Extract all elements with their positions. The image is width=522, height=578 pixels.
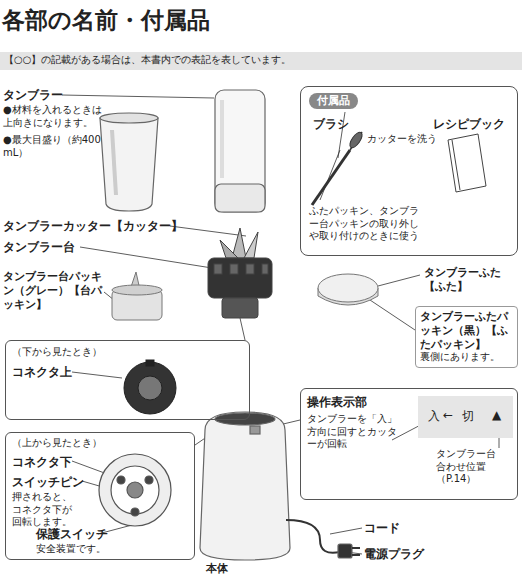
illustration-shape (146, 360, 154, 366)
illustration-shape (370, 300, 415, 330)
illustration-shape (262, 264, 268, 274)
illustration-shape (230, 264, 238, 274)
node-text: 保護スイッチ (36, 527, 108, 542)
illustration-shape (208, 258, 272, 298)
illustration-shape (338, 544, 352, 558)
node-text: 切 (462, 409, 474, 424)
illustration-shape (244, 232, 258, 258)
illustration-shape (138, 376, 162, 400)
note-band: 【○○】の記載がある場合は、本書内での表記を表しています。 (0, 52, 522, 70)
recipe-book (448, 134, 486, 192)
illustration-shape (286, 520, 340, 553)
node-text: コネクタ上 (12, 365, 72, 380)
connector-bottom-view (124, 360, 176, 414)
illustration-shape (117, 476, 125, 484)
part-label: タンブラー台 (3, 240, 75, 255)
part-label: タンブラーカッター【カッター】 (3, 219, 183, 234)
node-text: （上から見たとき） (12, 437, 102, 450)
operation-display-box: 操作表示部タンブラーを「入」方向に回すとカッターが回転 入← 切 ▲ (300, 388, 518, 500)
node-text: ← (443, 408, 453, 423)
node-text: ▲ (492, 408, 501, 423)
page-title: 各部の名前・付属品 (2, 6, 210, 35)
node-text: 操作表示部 (307, 395, 367, 410)
node-text: 【○○】の記載がある場合は、本書内での表記を表しています。 (4, 54, 518, 67)
part-label: 電源プラグ (364, 547, 424, 562)
node-text: タンブラーふたパッキン（黒）【ふたパッキン】 (420, 310, 514, 351)
top-view-box: （上から見たとき） コネクタ下スイッチピン押されると、コネクタ下が回転します。保護… (5, 432, 195, 560)
illustration-shape (348, 130, 365, 149)
node-text: 入 (428, 409, 440, 424)
illustration-shape (220, 100, 224, 178)
illustration-shape (318, 274, 378, 302)
node-text: ふたパッキン、タンブラー台パッキンの取り外しや取り付けのときに使う (309, 205, 421, 243)
illustration-shape (312, 150, 350, 205)
illustration-shape (80, 247, 212, 268)
illustration-shape (215, 90, 265, 212)
node-text: レシピブック (433, 117, 505, 132)
blade-base (208, 228, 272, 318)
brush (312, 130, 364, 205)
part-label: ●材料を入れるときは上向きになります。 (3, 104, 107, 129)
illustration-shape (330, 528, 362, 534)
bottom-view-box: （下から見たとき） コネクタ上 (5, 340, 250, 420)
illustration-shape (215, 184, 265, 212)
part-label: 本体 (206, 562, 228, 576)
illustration-shape (145, 476, 153, 484)
node-text: 裏側にあります。 (420, 351, 514, 364)
part-label: ●最大目盛り（約400 mL） (3, 134, 103, 159)
illustration-shape (127, 482, 143, 498)
accessory-box: 付属品ブラシカッターを洗うふたパッキン、タンブラー台パッキンの取り外しや取り付け… (300, 86, 518, 256)
part-label: タンブラー (3, 88, 63, 103)
illustration-shape (72, 372, 122, 378)
illustration-shape (124, 362, 176, 414)
illustration-shape (452, 140, 460, 190)
illustration-shape (448, 134, 486, 192)
open-tumbler (100, 113, 158, 211)
node-text: 安全装置です。 (36, 543, 106, 556)
node-text: （下から見たとき） (12, 346, 102, 359)
illustration-shape (222, 298, 258, 318)
part-label: タンブラー台合わせ位置（P.14） (436, 448, 500, 486)
part-label: コード (364, 521, 400, 536)
closed-tumbler (215, 90, 265, 212)
illustration-shape (214, 264, 222, 274)
illustration-shape (99, 454, 171, 526)
node-text: スイッチピン (12, 475, 84, 490)
illustration-shape (200, 412, 290, 560)
part-label: タンブラー台パッキン（グレー）【台パッキン】 (3, 270, 105, 311)
node-text: タンブラーを「入」方向に回すとカッターが回転 (307, 413, 399, 451)
illustration-shape (352, 547, 360, 549)
node-text: 付属品 (309, 93, 358, 109)
illustration-shape (131, 508, 139, 516)
illustration-shape (112, 130, 116, 195)
connector-top-view (99, 454, 171, 526)
illustration-shape (220, 240, 238, 258)
node-text: 押されると、コネクタ下が回転します。 (12, 491, 76, 529)
illustration-shape (111, 466, 159, 514)
base-gasket (112, 272, 162, 320)
illustration-shape (352, 554, 360, 556)
indicator-panel: 入← 切 ▲ (418, 396, 513, 438)
illustration-shape (378, 275, 420, 286)
lid-gasket-box: タンブラーふたパッキン（黒）【ふたパッキン】裏側にあります。 (415, 306, 518, 368)
illustration-shape (100, 118, 158, 211)
illustration-shape (100, 113, 158, 123)
illustration-shape (112, 285, 162, 295)
node-text: ブラシ (313, 117, 349, 132)
illustration-shape (250, 426, 260, 434)
illustration-shape (62, 95, 214, 98)
illustration-shape (320, 150, 340, 200)
illustration-shape (215, 413, 275, 425)
node-text: コネクタ下 (12, 455, 72, 470)
illustration-shape (240, 318, 245, 340)
node-text: カッターを洗う (367, 133, 457, 146)
illustration-shape (246, 264, 254, 274)
tumbler-lid (318, 274, 378, 305)
part-label: タンブラーふた【ふた】 (424, 266, 516, 294)
